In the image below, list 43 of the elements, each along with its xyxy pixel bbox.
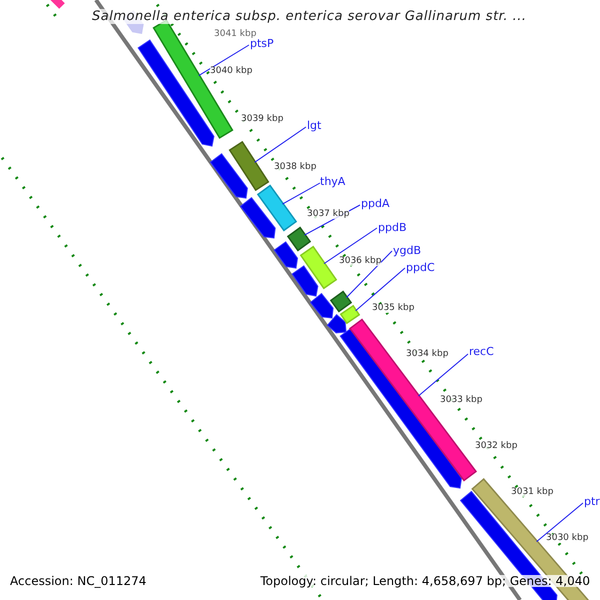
gene-label: ppdA: [361, 198, 390, 209]
gene-bar: [256, 184, 298, 232]
gene-bar: [340, 304, 360, 324]
gene-label: ptsP: [250, 38, 274, 49]
gene-bar: [292, 265, 318, 297]
scale-label: 3039 kbp: [241, 115, 284, 124]
leader-line: [346, 250, 392, 298]
gene-bar: [228, 140, 270, 192]
scale-label: 3033 kbp: [440, 396, 482, 405]
scale-label: 3030 kbp: [546, 534, 588, 543]
gene-bar: [49, 0, 65, 9]
gene-bar: [210, 153, 248, 199]
gene-bar: [300, 246, 338, 290]
scale-label: 3038 kbp: [274, 163, 316, 172]
gene-label: thyA: [320, 176, 346, 187]
gene-label: lgt: [307, 120, 322, 131]
gene-bar: [330, 290, 352, 312]
gene-label: ptr: [584, 496, 600, 507]
scale-label: 3032 kbp: [475, 442, 518, 451]
leader-line: [355, 268, 406, 312]
scale-label: 3040 kbp: [210, 67, 252, 76]
gene-bar: [240, 197, 276, 239]
accession-text: Accession: NC_011274: [10, 575, 146, 587]
leader-line: [282, 182, 320, 205]
gene-bar: [310, 292, 334, 319]
gene-bar: [326, 314, 347, 334]
scale-label: 3035 kbp: [372, 304, 414, 313]
leader-line: [254, 126, 306, 163]
gene-label: ppdC: [406, 262, 435, 273]
genome-info-text: Topology: circular; Length: 4,658,697 bp; Genes: 4,040: [260, 575, 590, 587]
gene-label: ygdB: [393, 245, 422, 256]
leader-line: [536, 502, 584, 542]
scale-label: 3037 kbp: [307, 210, 350, 219]
leader-line: [324, 228, 378, 264]
scale-label: 3031 kbp: [511, 488, 554, 497]
leader-line: [418, 354, 468, 396]
gene-bar: [286, 226, 312, 252]
gene-label: ppdB: [378, 222, 406, 233]
scale-label: 3034 kbp: [406, 350, 448, 359]
scale-label: 3041 kbp: [214, 30, 256, 39]
gene-label: recC: [469, 346, 494, 357]
leader-line: [198, 44, 250, 76]
scale-label: 3036 kbp: [339, 257, 382, 266]
